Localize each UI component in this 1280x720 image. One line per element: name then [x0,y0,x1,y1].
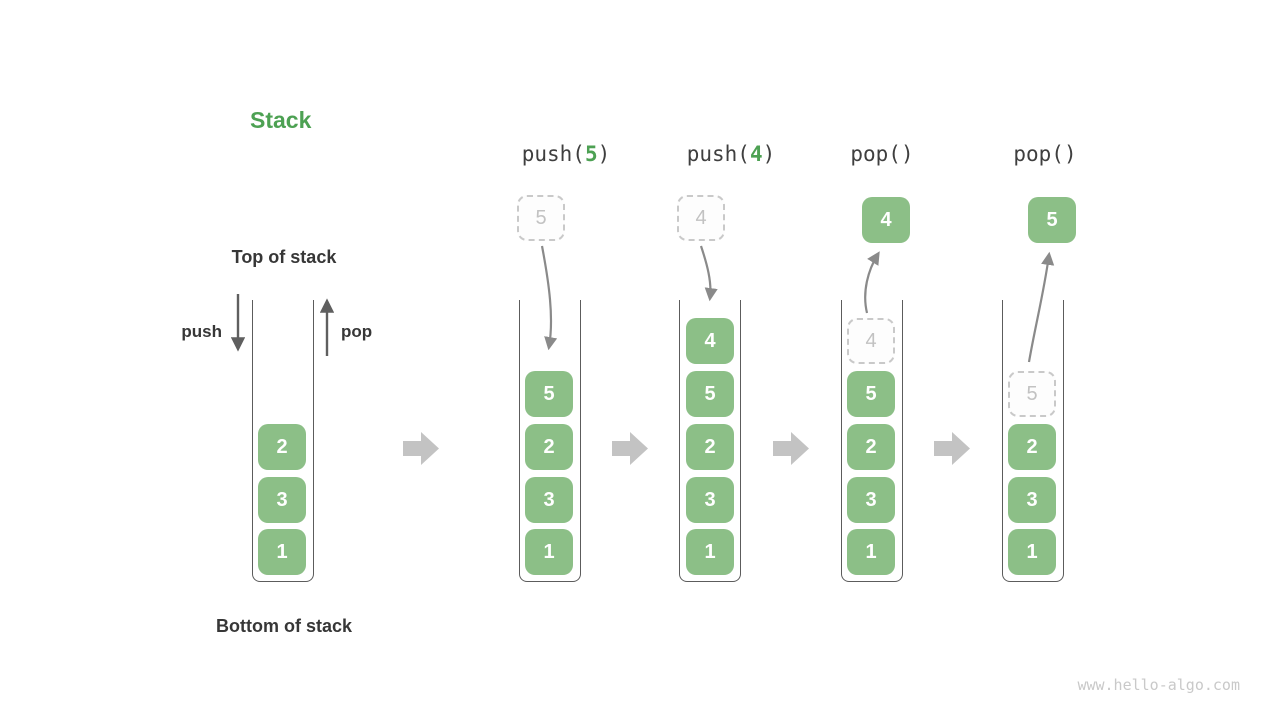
incoming-value-box: 4 [677,195,725,241]
popped-value-box: 5 [1028,197,1076,243]
stack-container-after-push4 [679,300,741,582]
stack-item: 2 [1008,424,1056,470]
step-arrow-icon [934,432,970,465]
popped-value-box: 4 [862,197,910,243]
diagram-title: Stack [250,107,312,133]
call-prefix: push( [686,142,750,166]
call-suffix: ) [1063,142,1077,166]
stack-item: 1 [258,529,306,575]
site-watermark: www.hello-algo.com [1077,676,1240,694]
stack-item: 5 [847,371,895,417]
stack-item-removed: 4 [847,318,895,364]
stack-item: 3 [525,477,573,523]
stack-container-pop1 [841,300,903,582]
stack-container-pop2 [1002,300,1064,582]
stack-item: 4 [686,318,734,364]
pop-flow-arrow [1027,251,1055,363]
stack-item: 3 [1008,477,1056,523]
step-arrow-icon [403,432,439,465]
stack-item: 1 [1008,529,1056,575]
stack-item: 1 [525,529,573,575]
stack-container-after-push5 [519,300,581,582]
stack-item: 5 [525,371,573,417]
pop-flow-arrow [864,251,880,314]
call-prefix: push( [521,142,585,166]
op-call-pop-1: pop() [802,142,962,166]
stack-item: 3 [847,477,895,523]
stack-item: 1 [686,529,734,575]
stack-container-base [252,300,314,582]
step-arrow-icon [612,432,648,465]
stack-item: 2 [258,424,306,470]
stack-item: 1 [847,529,895,575]
call-prefix: pop( [1013,142,1064,166]
bottom-of-stack-label: Bottom of stack [215,616,352,636]
call-prefix: pop( [850,142,901,166]
stack-item: 2 [686,424,734,470]
push-flow-arrow [540,245,558,351]
step-arrow-icon [773,432,809,465]
stack-item: 2 [847,424,895,470]
call-suffix: ) [597,142,611,166]
stack-item: 2 [525,424,573,470]
incoming-value-box: 5 [517,195,565,241]
op-call-push-4: push(4) [651,142,811,166]
push-label: push [181,322,222,341]
stack-item-removed: 5 [1008,371,1056,417]
call-arg: 4 [749,142,763,166]
push-flow-arrow [699,245,718,302]
top-of-stack-label: Top of stack [231,247,337,267]
call-suffix: ) [762,142,776,166]
op-call-pop-2: pop() [965,142,1125,166]
stack-item: 3 [258,477,306,523]
stack-item: 5 [686,371,734,417]
call-suffix: ) [900,142,914,166]
op-call-push-5: push(5) [486,142,646,166]
pop-label: pop [341,322,373,341]
call-arg: 5 [584,142,598,166]
stack-item: 3 [686,477,734,523]
